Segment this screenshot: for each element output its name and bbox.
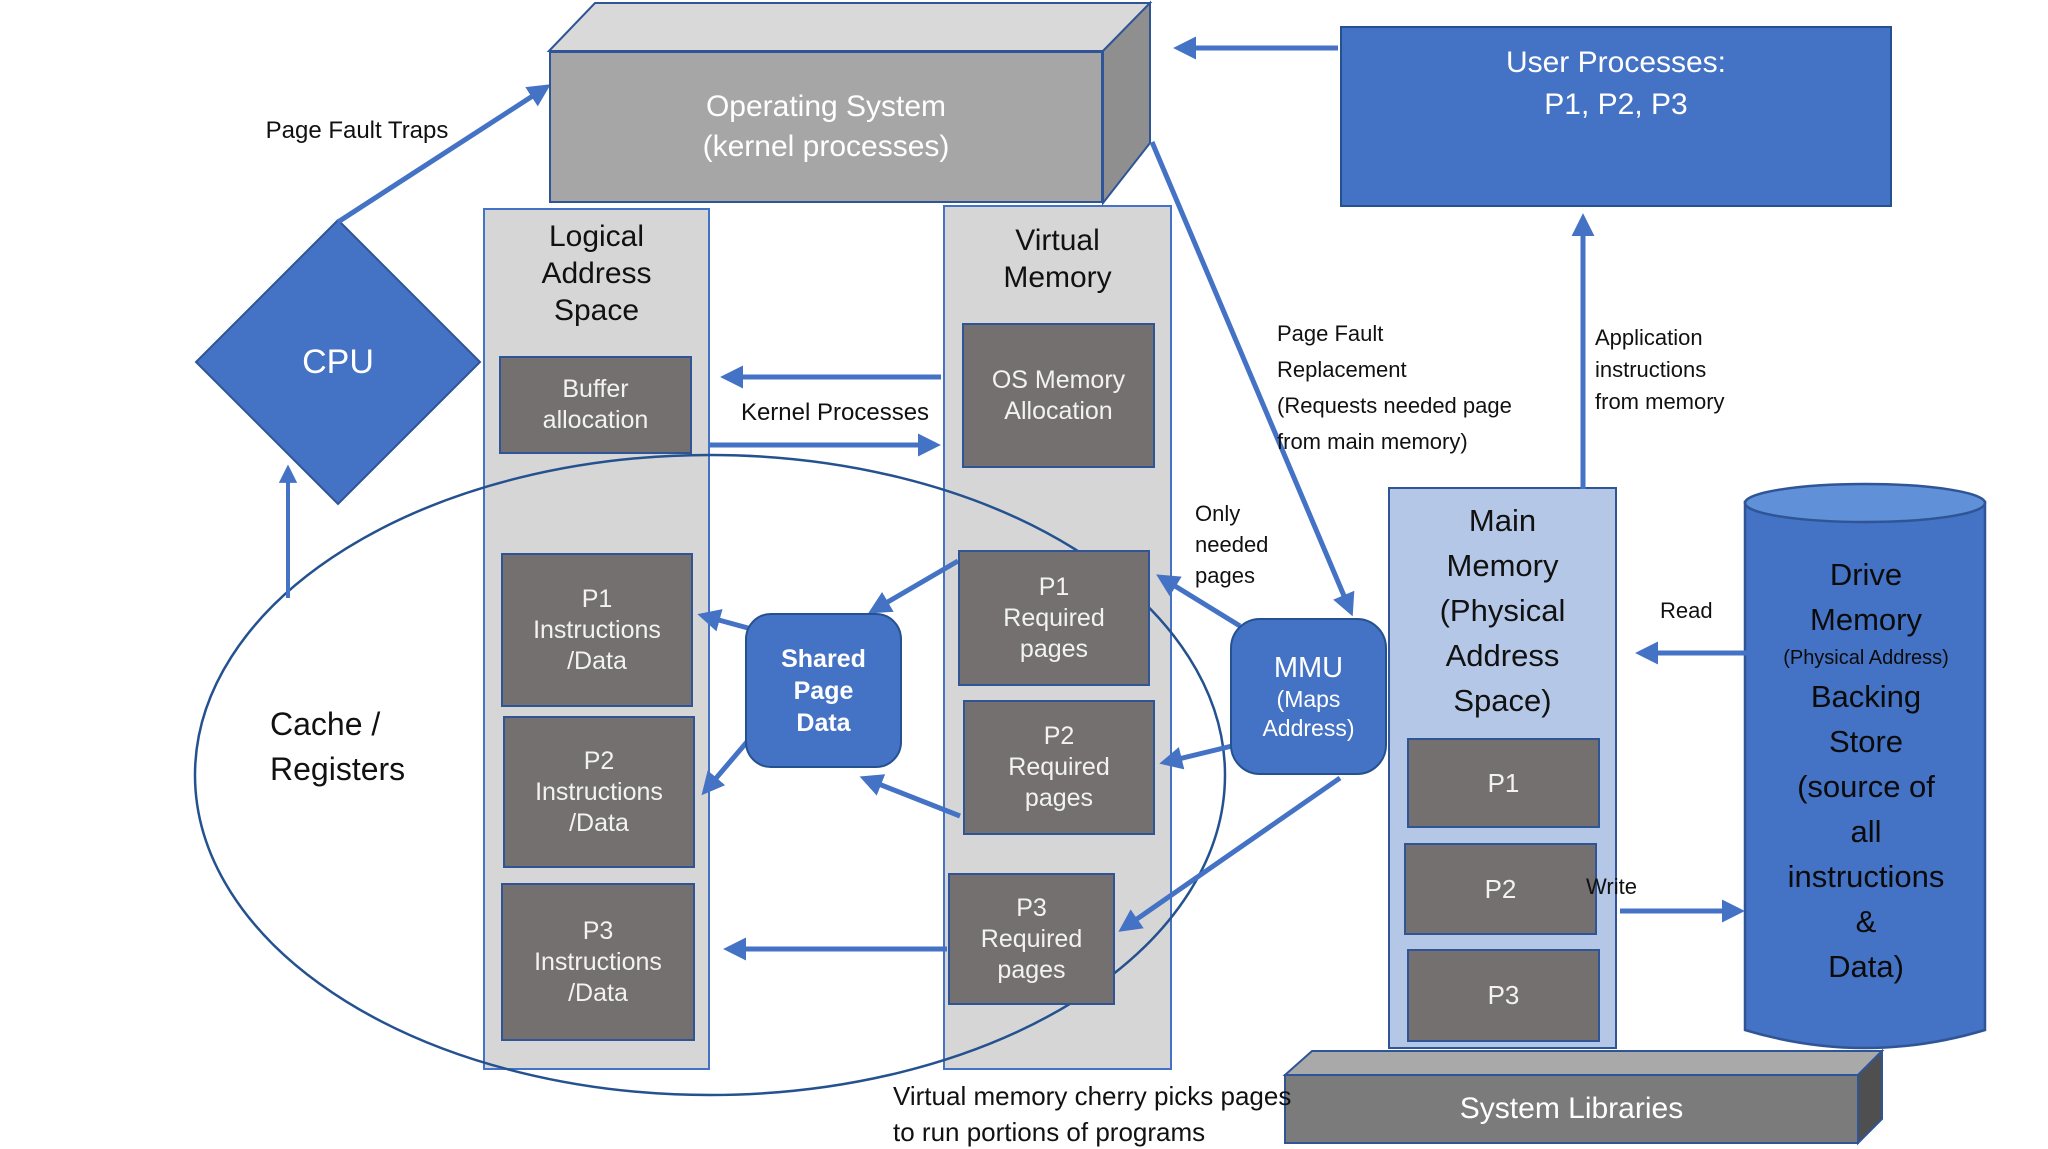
os-memory-allocation-box: OS Memory Allocation <box>962 323 1155 468</box>
os-box-top-face <box>546 2 1153 52</box>
p3-instructions-box: P3 Instructions /Data <box>501 883 695 1041</box>
bottom-note: Virtual memory cherry picks pages to run… <box>893 1081 1292 1147</box>
p1-required-pages-box: P1 Required pages <box>958 550 1150 686</box>
mmu-subtitle: (Maps Address) <box>1262 685 1355 741</box>
mmu-box: MMU (Maps Address) <box>1230 618 1387 775</box>
p2-instructions-box: P2 Instructions /Data <box>503 716 695 868</box>
cache-registers-label: Cache / Registers <box>270 706 406 787</box>
p1-instructions-box: P1 Instructions /Data <box>501 553 693 707</box>
system-libraries-front-face <box>1284 1074 1859 1144</box>
kernel-processes-label: Kernel Processes <box>740 399 930 426</box>
p3-required-pages-box: P3 Required pages <box>948 873 1115 1005</box>
arrow-sharedpage-to-p2-instructions <box>701 734 754 796</box>
drive-memory-text: Drive Memory (Physical Address) Backing … <box>1747 552 1985 989</box>
p2-required-pages-box: P2 Required pages <box>963 700 1155 835</box>
read-label: Read <box>1660 598 1713 623</box>
cpu-label: CPU <box>302 342 374 381</box>
arrow-mmu-to-p1-required <box>1156 574 1242 629</box>
mmu-title: MMU <box>1273 651 1344 684</box>
write-label: Write <box>1586 874 1637 899</box>
main-memory-title: Main Memory (Physical Address Space) <box>1439 503 1566 718</box>
buffer-allocation-box: Buffer allocation <box>499 356 692 454</box>
drive-memory-title: Drive Memory <box>1810 557 1922 637</box>
cpu-diamond <box>194 218 482 506</box>
drive-memory-subtitle: (Physical Address) <box>1783 647 1949 669</box>
os-box: Operating System (kernel processes) <box>549 51 1103 203</box>
arrow-p2-required-to-sharedpage <box>859 774 961 819</box>
main-memory-p1-box: P1 <box>1407 738 1600 828</box>
logical-column-title: Logical Address Space <box>541 220 652 327</box>
arrow-p1-required-to-sharedpage <box>868 558 960 614</box>
arrow-mmu-to-p2-required <box>1159 743 1233 770</box>
only-needed-pages-label: Only needed pages <box>1195 501 1269 588</box>
drive-memory-cylinder-body <box>1743 500 1987 1050</box>
system-libraries-label: System Libraries <box>1459 1092 1684 1125</box>
cache-registers-ellipse <box>193 453 1227 1097</box>
arrow-cpu-to-os <box>336 84 551 225</box>
user-processes-box: User Processes: P1, P2, P3 <box>1340 26 1892 207</box>
main-memory-p2-box: P2 <box>1404 843 1597 935</box>
main-memory-p3-box: P3 <box>1407 949 1600 1042</box>
page-fault-replacement-label: Page Fault Replacement (Requests needed … <box>1277 321 1512 454</box>
arrow-mmu-to-p3-required <box>1118 775 1342 932</box>
shared-page-data-box: Shared Page Data <box>745 613 902 768</box>
page-fault-traps-label: Page Fault Traps <box>265 117 449 144</box>
arrow-os-to-mmu <box>1149 141 1355 617</box>
application-instructions-label: Application instructions from memory <box>1595 325 1725 414</box>
virtual-column-title: Virtual Memory <box>1003 224 1112 294</box>
drive-memory-body: Backing Store (source of all instruction… <box>1787 679 1945 984</box>
drive-memory-cylinder-top <box>1743 482 1987 524</box>
system-libraries-top-face <box>1282 1050 1885 1076</box>
arrow-sharedpage-to-p1-instructions <box>697 609 749 632</box>
